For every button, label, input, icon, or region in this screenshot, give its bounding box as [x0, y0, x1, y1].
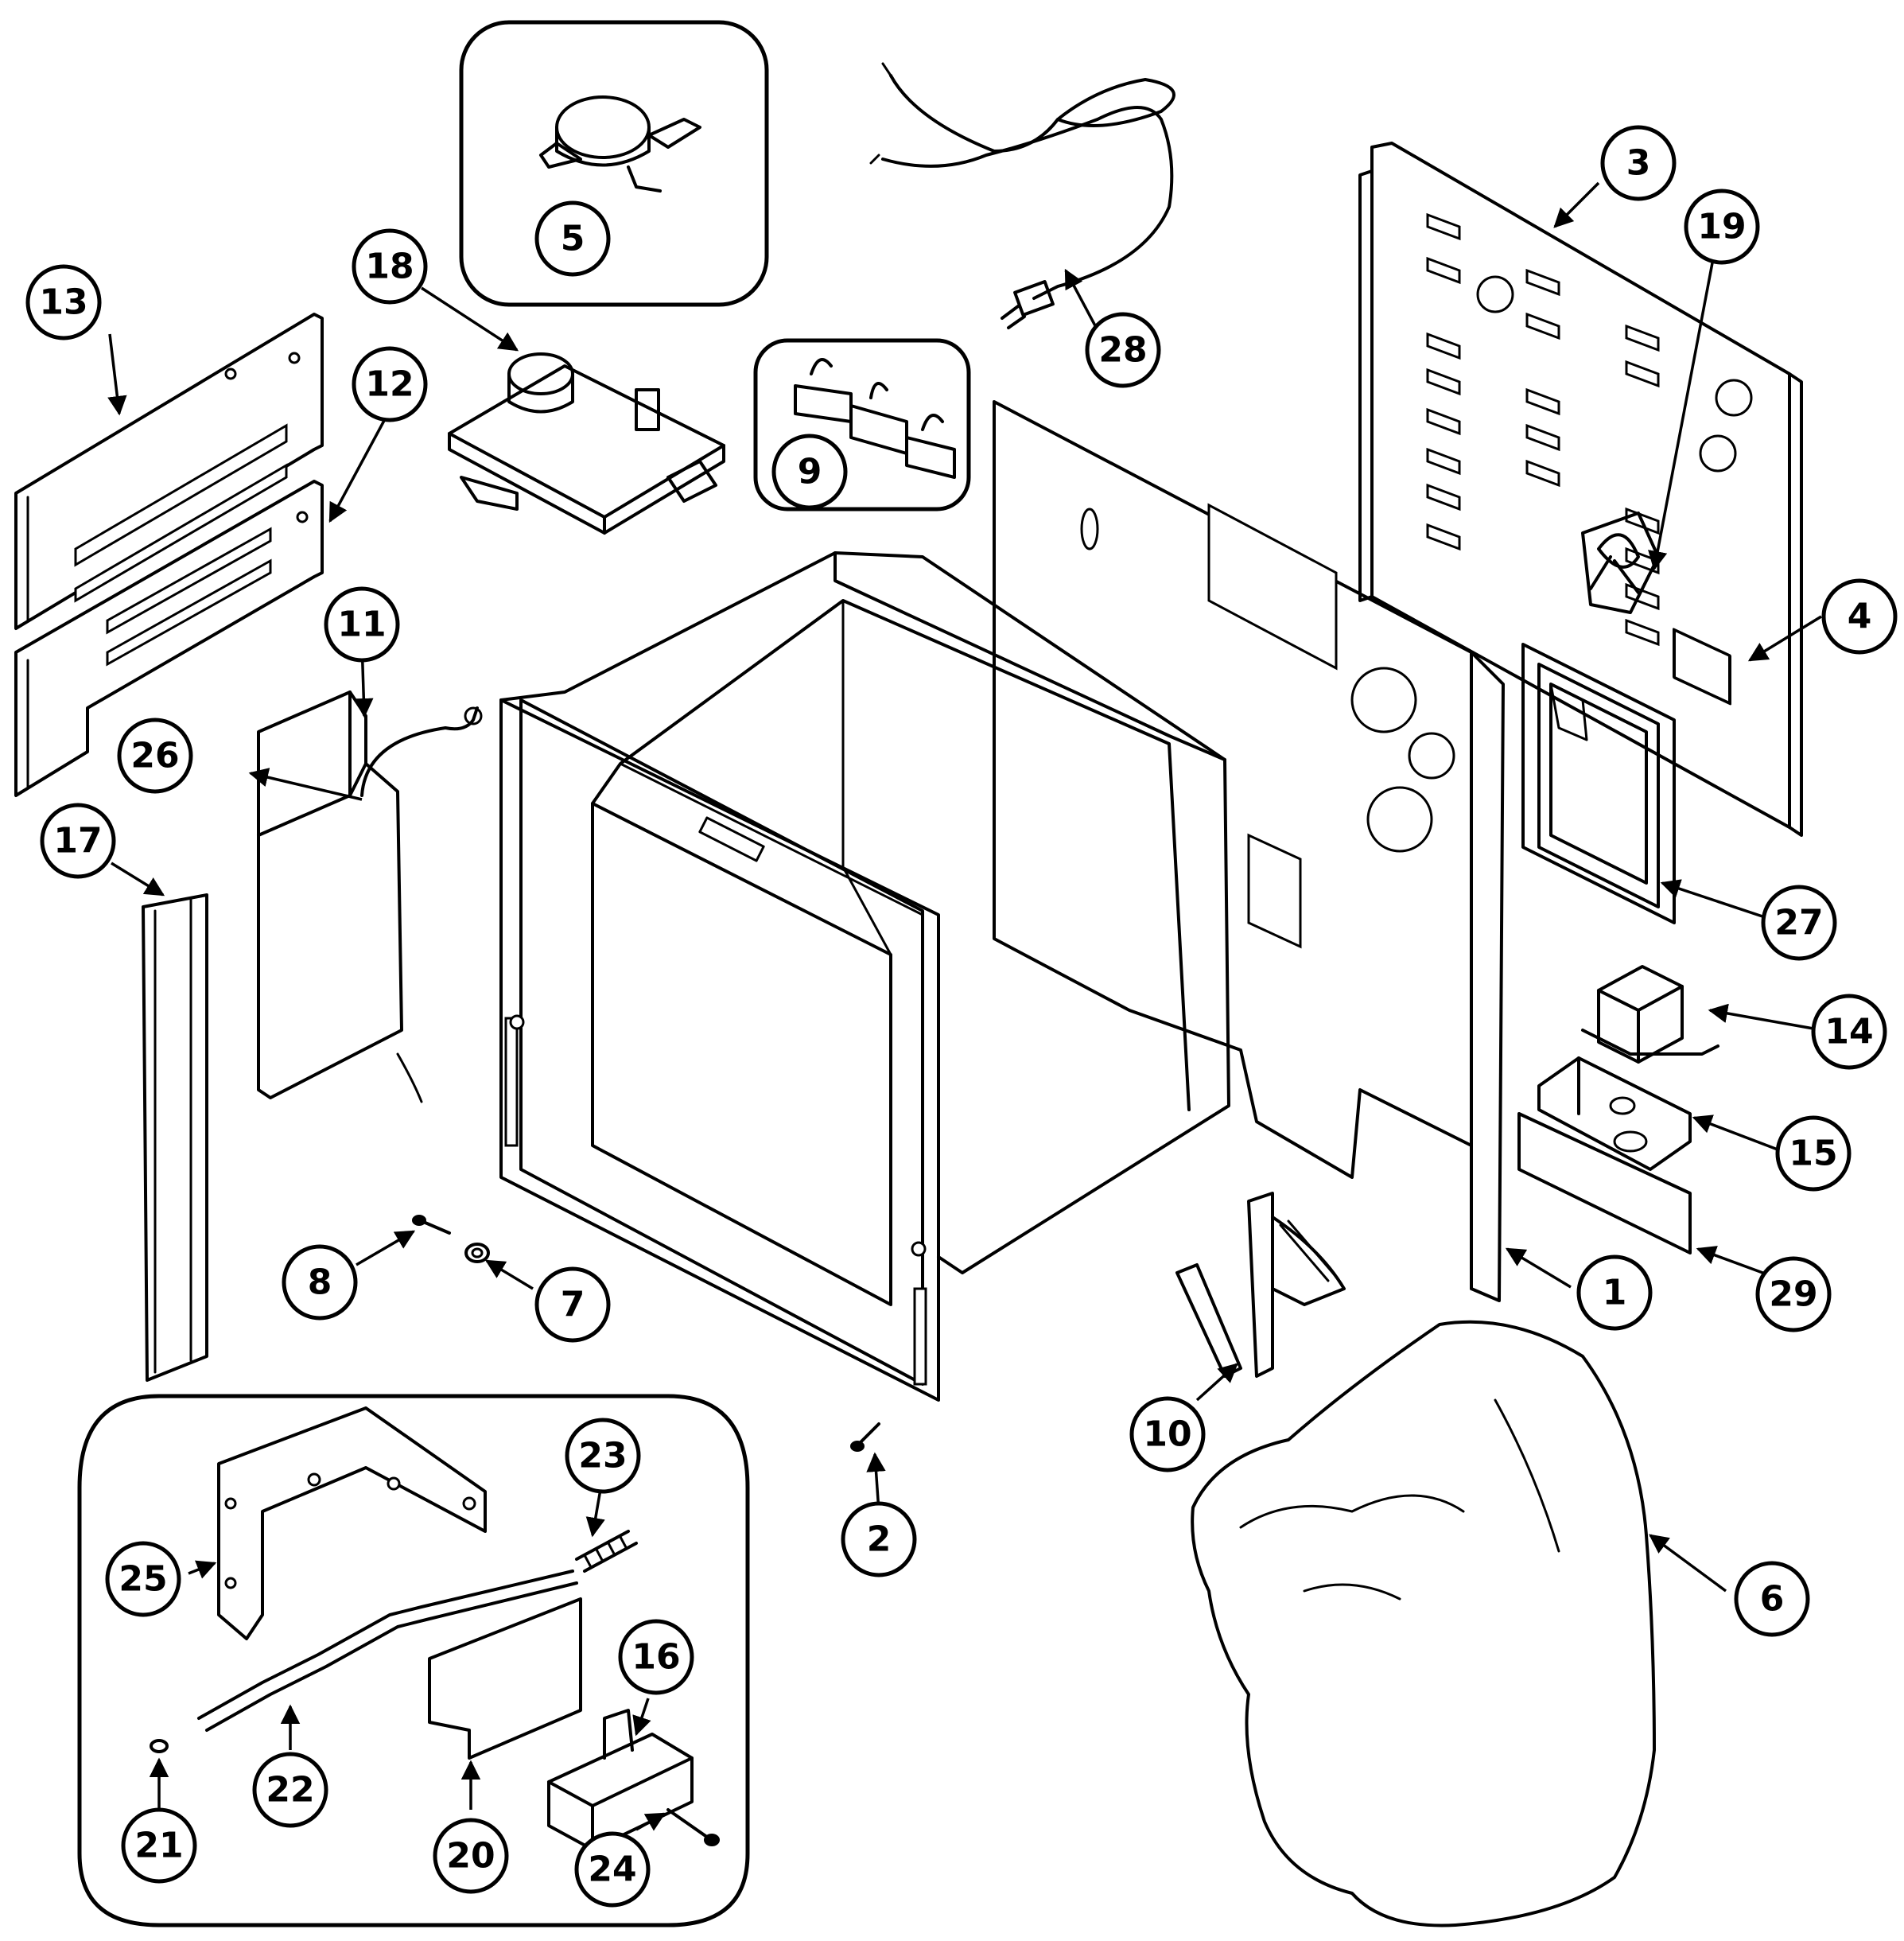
motor-assembly-part — [448, 352, 725, 535]
callout-21: 21 — [121, 1807, 197, 1884]
nut-part-7 — [464, 1243, 490, 1263]
callout-4-label: 4 — [1848, 597, 1872, 637]
callout-25: 25 — [105, 1541, 181, 1617]
temperature-sensor-part — [360, 706, 483, 1103]
callout-22-label: 22 — [266, 1770, 314, 1811]
callout-16: 16 — [618, 1619, 694, 1695]
callout-27-label: 27 — [1774, 903, 1823, 943]
callout-25-label: 25 — [119, 1559, 167, 1600]
callout-9-label: 9 — [798, 452, 822, 492]
side-panel-part — [993, 400, 1505, 1302]
callout-3: 3 — [1600, 125, 1677, 201]
callout-26: 26 — [117, 718, 193, 794]
callout-7-label: 7 — [561, 1285, 585, 1325]
callout-15-label: 15 — [1789, 1134, 1837, 1174]
part-5-group-box — [459, 20, 769, 307]
vent-duct-part — [1521, 643, 1676, 924]
callout-18-label: 18 — [365, 247, 414, 287]
callout-15: 15 — [1775, 1115, 1852, 1192]
callout-5: 5 — [534, 200, 611, 277]
callout-19-label: 19 — [1697, 207, 1746, 247]
callout-24: 24 — [574, 1831, 651, 1908]
screw-part-2 — [850, 1422, 880, 1452]
upper-bracket-panel-part — [14, 313, 324, 630]
callout-20: 20 — [433, 1818, 509, 1894]
back-panel-vents — [1426, 212, 1753, 647]
terminal-block-part — [794, 358, 956, 479]
callout-18: 18 — [352, 228, 428, 305]
thermostat-part — [539, 95, 701, 193]
callout-1-label: 1 — [1603, 1273, 1627, 1313]
clip-part-21 — [150, 1739, 169, 1753]
callout-8-label: 8 — [308, 1262, 332, 1303]
callout-13: 13 — [25, 264, 102, 340]
vertical-trim-strip-part — [142, 893, 208, 1382]
callout-23-label: 23 — [578, 1436, 627, 1476]
callout-29: 29 — [1755, 1256, 1832, 1332]
insulation-blanket-part — [1191, 1320, 1656, 1927]
callout-12: 12 — [352, 346, 428, 422]
switch-plate-part-20 — [428, 1597, 582, 1760]
part-9-group-box — [753, 338, 971, 512]
callout-29-label: 29 — [1769, 1274, 1817, 1315]
mounting-bracket-part — [1537, 1056, 1692, 1171]
callout-5-label: 5 — [561, 219, 585, 259]
callout-24-label: 24 — [588, 1850, 636, 1890]
transformer-part — [1581, 965, 1719, 1064]
callout-16-label: 16 — [631, 1637, 680, 1678]
switch-bracket-part-25 — [217, 1406, 487, 1640]
callout-26-label: 26 — [130, 736, 179, 776]
callout-17-label: 17 — [53, 821, 102, 862]
power-cord-part — [869, 62, 1175, 329]
leader-lines — [107, 181, 1822, 1831]
callout-11: 11 — [324, 586, 400, 663]
callout-27: 27 — [1761, 885, 1837, 961]
cooling-fan-part — [1581, 512, 1660, 614]
callout-10: 10 — [1129, 1396, 1206, 1472]
callout-19: 19 — [1684, 189, 1760, 265]
trim-strip-part — [1517, 1112, 1692, 1254]
insulation-blanket-folds — [1239, 1398, 1560, 1601]
callout-9: 9 — [771, 434, 848, 510]
callout-22: 22 — [252, 1752, 328, 1828]
callout-20-label: 20 — [446, 1836, 495, 1877]
callout-2: 2 — [841, 1501, 917, 1577]
callout-13-label: 13 — [39, 282, 87, 323]
callout-6: 6 — [1734, 1561, 1810, 1637]
callout-2-label: 2 — [867, 1519, 892, 1560]
callout-7: 7 — [534, 1266, 611, 1343]
screw-part-24 — [666, 1808, 720, 1846]
callout-3-label: 3 — [1626, 143, 1651, 184]
callout-10-label: 10 — [1143, 1414, 1191, 1455]
actuator-rod-part-22 — [197, 1570, 578, 1732]
callout-4: 4 — [1821, 578, 1898, 655]
callout-28-label: 28 — [1098, 330, 1147, 371]
micro-switch-part-16 — [547, 1709, 694, 1851]
lower-bracket-panel-part — [14, 480, 324, 797]
callout-6-label: 6 — [1760, 1579, 1785, 1620]
callout-14: 14 — [1811, 994, 1887, 1070]
callout-28: 28 — [1085, 312, 1161, 388]
callout-8: 8 — [282, 1244, 358, 1321]
switch-assembly-group-box — [77, 1394, 750, 1927]
callout-11-label: 11 — [337, 605, 386, 645]
callout-14-label: 14 — [1824, 1012, 1873, 1052]
back-panel-part — [1358, 142, 1803, 837]
cover-plate-part — [1673, 628, 1731, 706]
oven-cavity-part — [499, 551, 1230, 1402]
callout-1: 1 — [1576, 1254, 1653, 1331]
screw-part-8 — [412, 1215, 451, 1235]
spring-part-23 — [575, 1530, 638, 1573]
door-latch-lever-part — [1175, 1192, 1346, 1378]
callout-12-label: 12 — [365, 364, 414, 405]
callout-17: 17 — [40, 803, 116, 879]
callout-21-label: 21 — [134, 1826, 183, 1866]
callout-23: 23 — [565, 1418, 641, 1494]
